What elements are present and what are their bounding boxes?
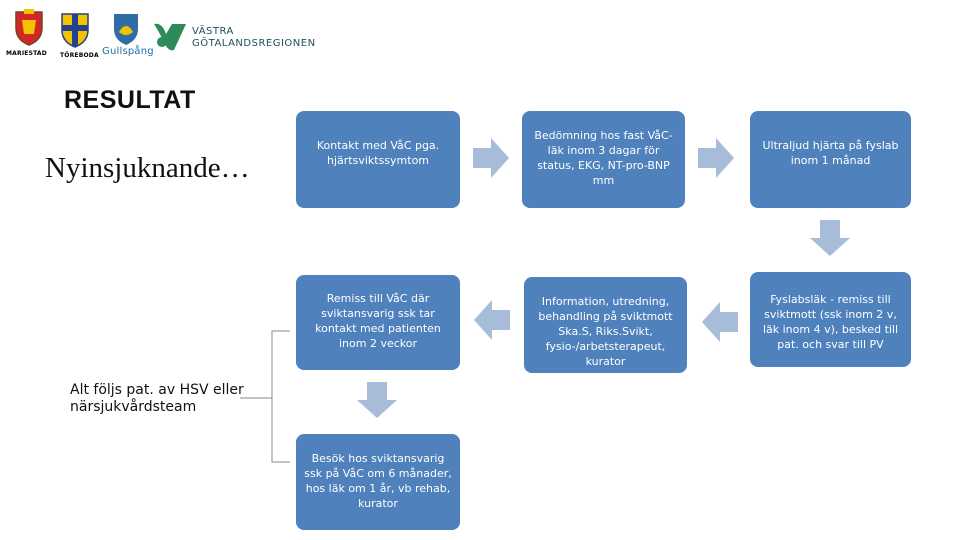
mariestad-crest-icon	[15, 9, 43, 46]
arrow-right-icon	[698, 138, 734, 178]
flow-box-referral-text: Remiss till VåC där sviktansvarig ssk ta…	[315, 292, 441, 350]
vgr-line2: GÖTALANDSREGIONEN	[192, 38, 316, 49]
vgr-logo-icon	[154, 23, 186, 51]
flow-box-assessment: Bedömning hos fast VåC-läk inom 3 dagar …	[522, 111, 685, 208]
arrow-left-icon	[702, 302, 738, 342]
flow-box-fyslab: Fyslabsläk - remiss till sviktmott (ssk …	[750, 272, 911, 367]
page-subtitle: Nyinsjuknande…	[45, 152, 250, 184]
flow-box-information-text: Information, utredning, behandling på sv…	[538, 295, 673, 368]
flow-box-ultrasound-text: Ultraljud hjärta på fyslab inom 1 månad	[762, 138, 899, 167]
flow-box-followup-text: Besök hos sviktansvarig ssk på VåC om 6 …	[304, 452, 452, 510]
gullspang-crest-icon	[114, 14, 138, 45]
logo-bar: MARIESTAD TÖREBODA Gullspång VÄSTRA GÖTA…	[0, 0, 330, 70]
flow-box-assessment-text: Bedömning hos fast VåC-läk inom 3 dagar …	[534, 129, 673, 187]
flow-box-contact: Kontakt med VåC pga. hjärtsviktssymtom	[296, 111, 460, 208]
arrow-left-icon	[474, 300, 510, 340]
flow-box-fyslab-text: Fyslabsläk - remiss till sviktmott (ssk …	[762, 293, 899, 351]
mariestad-caption: MARIESTAD	[6, 50, 47, 57]
gullspang-caption: Gullspång	[102, 46, 154, 57]
flow-box-contact-text: Kontakt med VåC pga. hjärtsviktssymtom	[316, 138, 440, 167]
toreboda-crest-icon	[61, 13, 89, 48]
flow-box-referral: Remiss till VåC där sviktansvarig ssk ta…	[296, 275, 460, 370]
arrow-right-icon	[473, 138, 509, 178]
vgr-line1: VÄSTRA	[192, 26, 234, 37]
flow-box-information: Information, utredning, behandling på sv…	[524, 277, 687, 373]
side-note: Alt följs pat. av HSV eller närsjukvårds…	[70, 382, 244, 415]
toreboda-caption: TÖREBODA	[60, 52, 99, 59]
flow-box-followup: Besök hos sviktansvarig ssk på VåC om 6 …	[296, 434, 460, 530]
arrow-down-icon	[810, 220, 850, 256]
page-title: RESULTAT	[64, 86, 196, 114]
bracket-connector-icon	[240, 330, 290, 463]
arrow-down-icon	[357, 382, 397, 418]
flow-box-ultrasound: Ultraljud hjärta på fyslab inom 1 månad	[750, 111, 911, 208]
